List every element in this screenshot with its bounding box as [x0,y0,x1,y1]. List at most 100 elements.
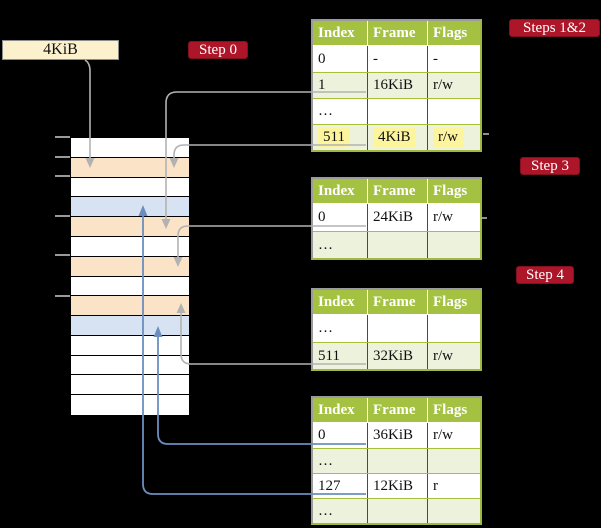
table-cell-index: … [318,502,333,519]
memory-frame-row [71,355,189,376]
frame-boundary-tick [55,175,70,177]
highlight: 4KiB [373,128,416,147]
memory-frame-row [71,256,189,277]
physical-memory-stack [70,137,190,416]
frame-boundary-tick [55,156,70,158]
frame-size-box: 4KiB [2,40,119,60]
table-cell-index: 0 [318,50,326,67]
table-header-row: Index Frame Flags [313,21,480,46]
column-header-index: Index [318,182,355,199]
memory-frame-row [71,197,189,218]
table-row: 0 36KiB r/w [313,423,480,448]
column-header-frame: Frame [367,290,427,314]
table-cell-frame: 36KiB [367,423,427,448]
table-cell-frame: 16KiB [367,73,427,98]
column-header-flags: Flags [427,179,480,203]
table-row: … [313,231,480,258]
table-cell-frame [367,99,427,124]
table-row: … [313,448,480,473]
table-cell-frame: 32KiB [367,343,427,369]
table-row-highlighted: 511 4KiB r/w [313,124,480,150]
memory-frame-row [71,236,189,257]
table-cell-flags [427,449,480,473]
steps-1-2-text: Steps 1&2 [523,19,586,36]
table-cell-flags [427,499,480,523]
table-row: 0 - - [313,46,480,72]
table-cell-frame: 12KiB [367,474,427,498]
table-cell-index: 127 [318,477,341,494]
memory-frame-row [71,395,189,415]
column-header-flags: Flags [427,398,480,422]
table-cell-flags: r/w [427,423,480,448]
highlight: r/w [433,128,463,147]
table-cell-flags: r [427,474,480,498]
table-cell-index: … [318,320,333,336]
memory-frame-row [71,217,189,237]
memory-frame-row [71,316,189,336]
table-row: … [313,315,480,342]
table-cell-flags: r/w [427,343,480,369]
table-cell-flags [427,315,480,342]
table-cell-flags: r/w [427,125,480,150]
table-cell-flags: r/w [427,204,480,231]
step-4-text: Step 4 [526,266,564,283]
column-header-frame: Frame [367,21,427,45]
step-0-label: Step 0 [188,41,248,59]
page-table-step-3: Index Frame Flags 0 24KiB r/w … [311,177,482,260]
table-row: 127 12KiB r [313,473,480,498]
table-header-row: Index Frame Flags [313,290,480,315]
table-cell-frame [367,449,427,473]
table-cell-index: 1 [318,77,326,93]
highlight: 511 [318,128,350,147]
step-3-text: Step 3 [531,157,569,174]
table-cell-flags [427,99,480,124]
table-cell-frame [367,315,427,342]
frame-boundary-tick [55,215,70,217]
table-row: … [313,98,480,124]
step-4-label: Step 4 [516,266,574,284]
table-cell-frame: - [367,46,427,72]
table-cell-flags [427,232,480,258]
memory-frame-row [71,335,189,356]
column-header-index: Index [318,293,355,310]
frame-boundary-tick [55,254,70,256]
column-header-index: Index [318,401,355,418]
memory-frame-row [71,375,189,396]
frame-boundary-tick [55,295,70,297]
page-table-steps-1-2: Index Frame Flags 0 - - 1 16KiB r/w … 51… [311,19,482,152]
step-0-text: Step 0 [199,41,237,58]
table-header-row: Index Frame Flags [313,179,480,204]
table-header-row: Index Frame Flags [313,398,480,423]
table-cell-frame: 24KiB [367,204,427,231]
table-cell-frame [367,499,427,523]
table-cell-index: … [318,236,333,253]
table-cell-frame [367,232,427,258]
column-header-frame: Frame [367,179,427,203]
steps-1-2-label: Steps 1&2 [509,19,600,37]
table-row: 511 32KiB r/w [313,342,480,369]
column-header-index: Index [318,24,355,41]
table-cell-index: … [318,452,333,469]
frame-boundary-tick [55,136,70,138]
column-header-flags: Flags [427,290,480,314]
memory-frame-row [71,177,189,198]
step-3-label: Step 3 [520,157,580,175]
memory-frame-row [71,276,189,297]
table-row: 0 24KiB r/w [313,204,480,231]
table-cell-index: 0 [318,427,326,443]
page-table-final-level: Index Frame Flags 0 36KiB r/w … 127 12Ki… [311,396,482,525]
memory-frame-row [71,138,189,158]
table-cell-index: 511 [318,347,340,364]
table-cell-index: 0 [318,209,326,225]
table-row: 1 16KiB r/w [313,72,480,98]
table-cell-index: 511 [313,125,367,150]
memory-frame-row [71,296,189,317]
table-cell-frame: 4KiB [367,125,427,150]
column-header-frame: Frame [367,398,427,422]
column-header-flags: Flags [427,21,480,45]
table-cell-flags: r/w [427,73,480,98]
page-table-step-4: Index Frame Flags … 511 32KiB r/w [311,288,482,371]
table-cell-index: … [318,103,333,119]
memory-frame-row [71,157,189,178]
